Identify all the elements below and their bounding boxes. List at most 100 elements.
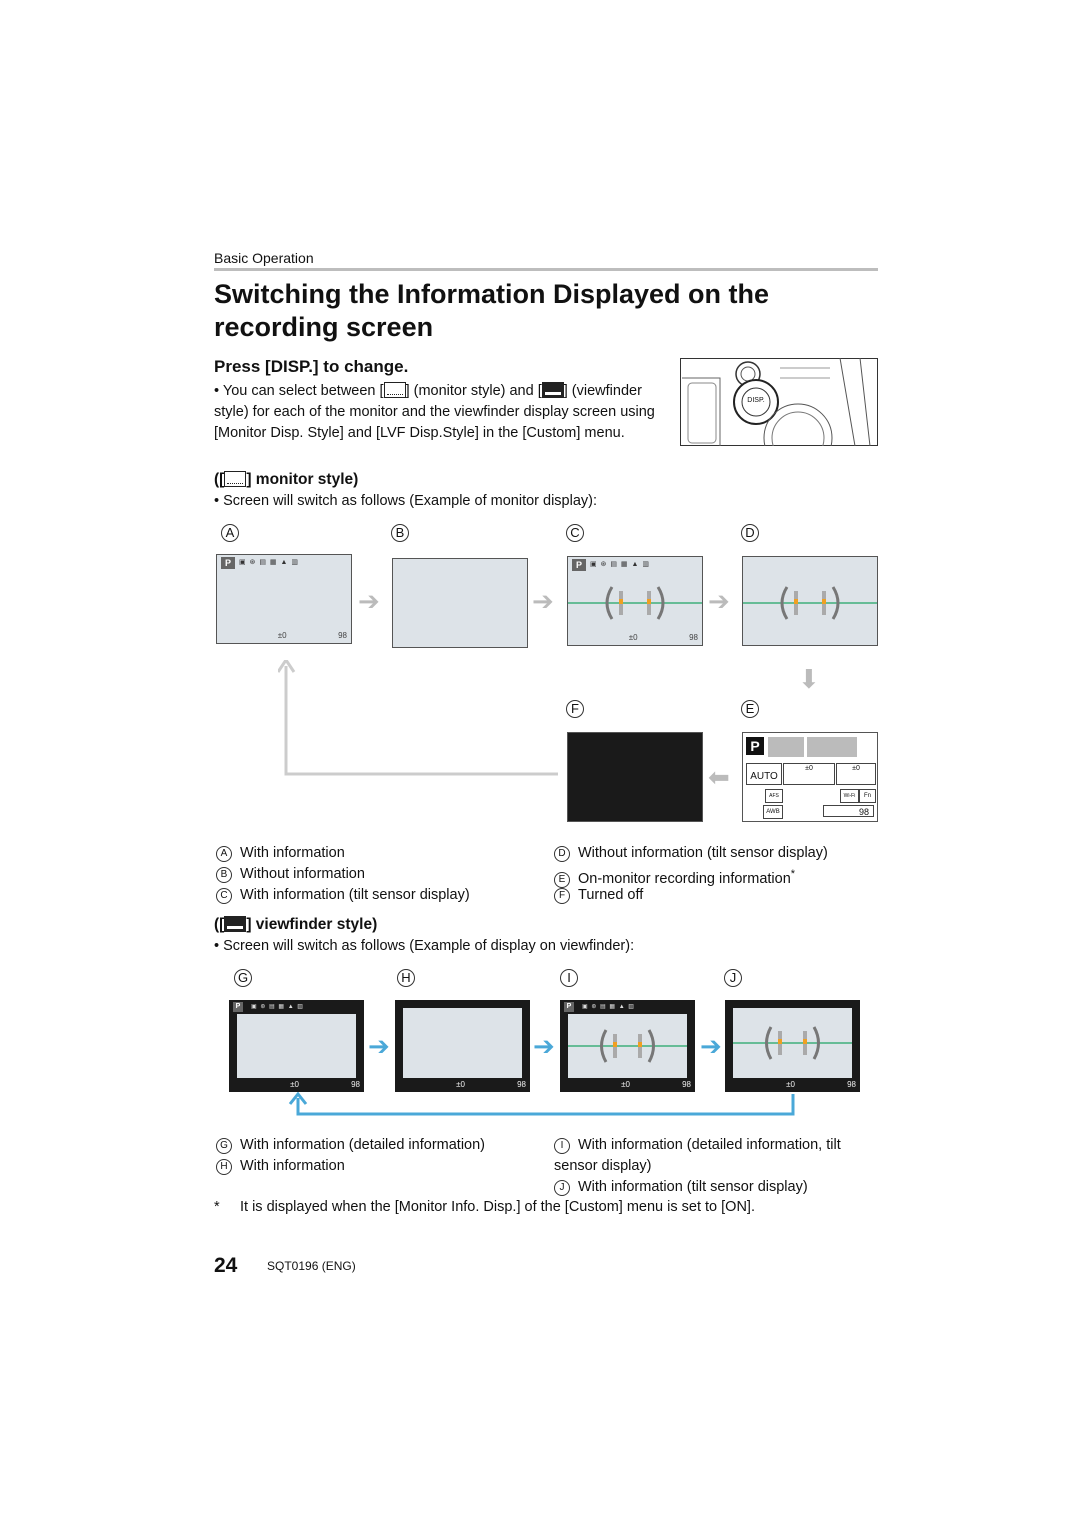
remaining-count: 98 — [847, 1080, 856, 1089]
remaining-count: 98 — [351, 1080, 360, 1089]
vf-screen-j: ±0 98 — [725, 1000, 860, 1092]
status-bar: P ▣ ⊛ ▤ ▦ ▲ ▥ — [219, 557, 349, 569]
label-f: F — [566, 700, 584, 718]
status-bar: P ▣ ⊛ ▤ ▦ ▲ ▥ — [231, 1002, 362, 1014]
label-g: G — [234, 969, 252, 987]
af-mode-box: AFS — [765, 789, 783, 803]
vf-view — [568, 1014, 687, 1078]
tilt-sensor-icon — [568, 586, 702, 620]
fn-box: Fn — [859, 789, 876, 803]
label-h: H — [397, 969, 415, 987]
vf-view — [237, 1014, 356, 1078]
intro-paragraph: • You can select between [] (monitor sty… — [214, 381, 674, 444]
label-i: I — [560, 969, 578, 987]
arrow-left-icon: ⬅ — [708, 762, 730, 792]
status-icons: ▣ ⊛ ▤ ▦ ▲ ▥ — [239, 559, 299, 566]
label-d: D — [741, 524, 759, 542]
exposure-value: ±0 — [277, 631, 287, 640]
exposure-value: ±0 — [456, 1080, 465, 1089]
exposure-value: ±0 — [628, 633, 638, 642]
monitor-style-icon — [224, 471, 247, 487]
tilt-sensor-icon — [568, 1029, 687, 1063]
arrow-right-icon: ➔ — [700, 1031, 722, 1061]
remaining-count: 98 — [338, 631, 347, 640]
mode-indicator: P — [746, 737, 764, 755]
awb-box: AWB — [763, 805, 783, 819]
footnote-mark: * — [214, 1199, 220, 1215]
screen-c-tilt-with-info: P ▣ ⊛ ▤ ▦ ▲ ▥ ±0 98 — [567, 556, 703, 646]
status-icons: ▣ ⊛ ▤ ▦ ▲ ▥ — [590, 561, 650, 568]
bottom-bar: ±0 98 — [729, 1080, 856, 1090]
status-icons: ▣ ⊛ ▤ ▦ ▲ ▥ — [582, 1004, 635, 1010]
tilt-sensor-icon — [733, 1026, 852, 1060]
vf-view — [733, 1008, 852, 1078]
mode-indicator: P — [233, 1002, 243, 1012]
exposure-value: ±0 — [290, 1080, 299, 1089]
status-bar: P ▣ ⊛ ▤ ▦ ▲ ▥ — [562, 1002, 693, 1014]
status-icons: ▣ ⊛ ▤ ▦ ▲ ▥ — [251, 1004, 304, 1010]
intro-text-2: ] (monitor style) and [ — [405, 383, 542, 399]
label-a: A — [221, 524, 239, 542]
bullet: • — [214, 383, 220, 399]
press-heading: Press [DISP.] to change. — [214, 357, 409, 376]
viewfinder-style-icon — [224, 916, 247, 932]
vf-loop-back-arrow — [288, 1092, 795, 1116]
arrow-right-icon: ➔ — [708, 586, 730, 616]
bottom-bar: ±0 98 — [221, 631, 347, 641]
viewfinder-style-heading: ([] viewfinder style) — [214, 916, 378, 933]
vf-screen-i: P ▣ ⊛ ▤ ▦ ▲ ▥ ±0 98 — [560, 1000, 695, 1092]
screen-a-with-information: P ▣ ⊛ ▤ ▦ ▲ ▥ ±0 98 — [216, 554, 352, 644]
flash-box: ±0 — [836, 763, 876, 785]
footnote-text: It is displayed when the [Monitor Info. … — [240, 1199, 755, 1215]
remaining-count: 98 — [682, 1080, 691, 1089]
arrow-right-icon: ➔ — [533, 1031, 555, 1061]
screen-d-tilt-without-info — [742, 556, 878, 646]
info-panel — [768, 737, 804, 757]
disp-button-label: DISP. — [747, 397, 765, 404]
arrow-right-icon: ➔ — [358, 586, 380, 616]
footnote: * It is displayed when the [Monitor Info.… — [214, 1199, 755, 1215]
vf-view — [403, 1008, 522, 1078]
label-e: E — [741, 700, 759, 718]
info-panel — [807, 737, 857, 757]
viewfinder-style-icon — [541, 382, 564, 398]
remaining-count: 98 — [517, 1080, 526, 1089]
screen-b-without-information — [392, 558, 528, 648]
vf-screen-g: P ▣ ⊛ ▤ ▦ ▲ ▥ ±0 98 — [229, 1000, 364, 1092]
document-code: SQT0196 (ENG) — [267, 1259, 356, 1273]
mode-indicator: P — [564, 1002, 574, 1012]
intro-text-3: ] (viewfinder style) for each of the mon… — [214, 383, 655, 441]
remaining-count-box: 98 — [823, 805, 874, 817]
arrow-right-icon: ➔ — [532, 586, 554, 616]
exposure-value: ±0 — [786, 1080, 795, 1089]
section-label: Basic Operation — [214, 250, 314, 266]
tilt-sensor-icon — [743, 586, 877, 620]
bottom-bar: ±0 98 — [564, 1080, 691, 1090]
footnote-mark: * — [790, 868, 796, 880]
page-number: 24 — [214, 1254, 238, 1277]
page-title: Switching the Information Displayed on t… — [214, 279, 770, 342]
label-b: B — [391, 524, 409, 542]
monitor-style-icon — [383, 382, 406, 398]
label-c: C — [566, 524, 584, 542]
monitor-style-heading: ([] monitor style) — [214, 471, 359, 488]
wifi-box: Wi-Fi — [840, 789, 859, 803]
bottom-bar: ±0 98 — [233, 1080, 360, 1090]
exposure-value: ±0 — [621, 1080, 630, 1089]
arrow-down-icon: ⬇ — [798, 664, 820, 694]
iso-auto-box: AUTO — [746, 763, 782, 785]
viewfinder-description: • Screen will switch as follows (Example… — [214, 938, 635, 954]
status-bar: P ▣ ⊛ ▤ ▦ ▲ ▥ — [570, 559, 700, 571]
camera-illustration: DISP. — [680, 357, 878, 473]
bottom-bar: ±0 98 — [572, 633, 698, 643]
vf-screen-h: ±0 98 — [395, 1000, 530, 1092]
